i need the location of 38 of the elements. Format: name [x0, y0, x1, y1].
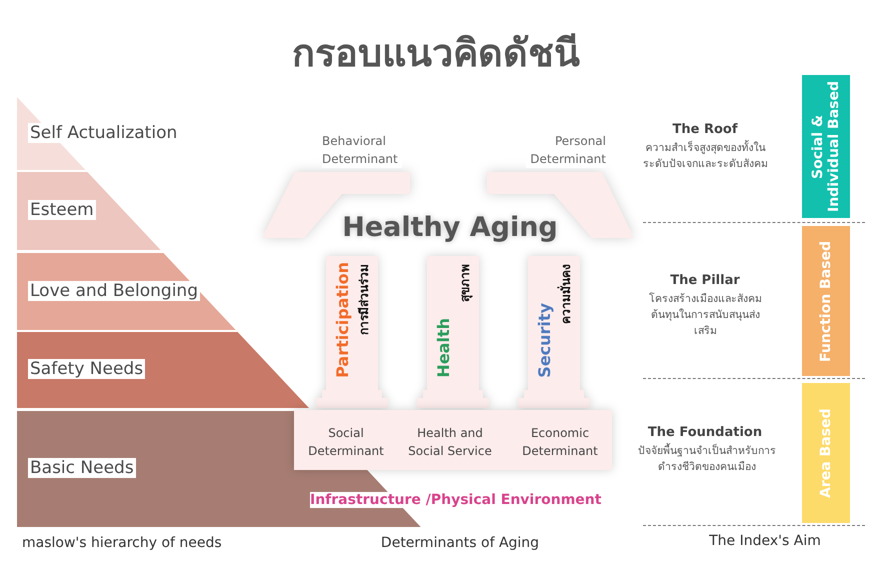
section-heading: The Foundation [646, 425, 764, 440]
band-label: Safety Needs [28, 359, 146, 379]
pyramid-band [17, 253, 236, 330]
foundation-label: Health and Social Service [407, 425, 493, 460]
pillar-title: Participation [333, 262, 352, 378]
section-heading: The Pillar [669, 273, 741, 288]
pillar [518, 256, 590, 408]
description: โครงสร้างเมืองและสังคม ต้นทุนในการสนับสนุนส่งเสริม [648, 292, 763, 339]
category-bar [802, 226, 850, 376]
description: ปัจจัยพื้นฐานจำเป็นสำหรับการดำรงชีวิตของคนเมือง [637, 443, 777, 475]
caption: Infrastructure /Physical Environment [310, 492, 600, 508]
pillar-subtitle: ความมั่นคง [558, 264, 574, 324]
pillar-title: Health [434, 318, 453, 378]
band-label: Esteem [28, 200, 96, 220]
foundation-label: Social Determinant [307, 425, 385, 460]
caption: The Index's Aim [708, 533, 822, 549]
caption: Determinants of Aging [380, 535, 540, 551]
title: กรอบแนวคิดดัชนี [291, 30, 581, 77]
bar-label: Social & Individual Based [810, 80, 842, 214]
pillar [417, 256, 489, 408]
category-bar [802, 75, 850, 218]
caption: maslow's hierarchy of needs [22, 535, 223, 551]
pyramid-band [17, 332, 309, 408]
pillar-subtitle: การมีส่วนร่วม [356, 264, 372, 335]
pillar-subtitle: สุขภาพ [457, 264, 474, 302]
category-bar [802, 383, 850, 523]
bar-label: Area Based [817, 407, 835, 500]
foundation-block [294, 410, 612, 470]
section-heading: The Roof [672, 122, 739, 137]
description: ความสำเร็จสูงสุดของทั้งในระดับปัจเจกและระดับสังคม [643, 140, 768, 172]
heading: Healthy Aging [341, 212, 559, 243]
band-label: Basic Needs [28, 458, 136, 478]
pyramid-band [17, 172, 161, 250]
pillar [316, 256, 388, 408]
band-label: Love and Belonging [28, 280, 200, 300]
pillar-title: Security [535, 303, 554, 378]
foundation-label: Economic Determinant [521, 425, 599, 460]
bar-label: Function Based [817, 239, 835, 364]
